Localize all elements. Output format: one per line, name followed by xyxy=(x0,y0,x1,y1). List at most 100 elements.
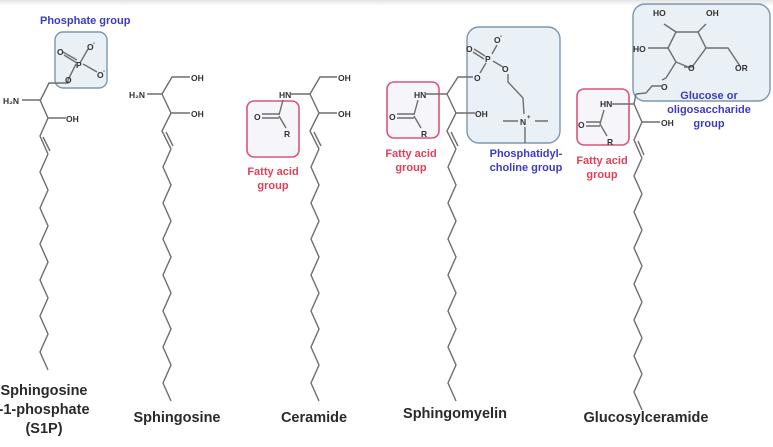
sphingosine-amine: H₂N xyxy=(129,90,145,100)
ceramide-hydroxyl-1: OH xyxy=(338,73,351,83)
s1p-atom-o-double: O xyxy=(57,47,64,57)
sm-atom-n-plus: + xyxy=(527,115,531,121)
gc-sugar-ho-3: HO xyxy=(633,44,646,54)
sm-o-p-bond xyxy=(479,62,487,74)
s1p-name-line-1: Sphingosine xyxy=(1,383,88,399)
ceramide-top-bonds xyxy=(291,76,337,95)
gc-alkene xyxy=(633,121,643,159)
s1p-backbone-top xyxy=(39,80,69,102)
gc-c-ch2 xyxy=(633,93,637,105)
sm-atom-o-minus: O xyxy=(494,35,501,45)
ceramide-carbonyl-double xyxy=(262,113,279,119)
sm-alkene xyxy=(446,112,457,150)
s1p-p-double-o xyxy=(62,51,78,64)
sphingosine-double-bond xyxy=(165,131,174,147)
top-edge-shadow xyxy=(0,0,773,6)
gc-ring-o: O xyxy=(688,63,695,73)
molecule-sphingomyelin: O P O O - O N + HN OH O R Fatty acid gro… xyxy=(385,26,563,422)
s1p-atom-p: P xyxy=(76,60,82,70)
molecule-s1p: Phosphate group O P O O - O - H₂N OH Sph… xyxy=(0,15,131,437)
sm-fatty-acid-label-1: Fatty acid xyxy=(385,148,436,160)
ceramide-alkene xyxy=(309,112,320,150)
ceramide-fatty-acid-label-1: Fatty acid xyxy=(247,166,298,178)
ceramide-hydroxyl-2: OH xyxy=(338,109,351,119)
sm-atom-p: P xyxy=(485,54,491,64)
s1p-name-line-3: (S1P) xyxy=(25,421,62,437)
gc-fatty-acid-group-box xyxy=(576,88,630,146)
s1p-o-p-bond xyxy=(67,63,77,81)
gc-sugar-link xyxy=(661,61,677,81)
sm-atom-n: N xyxy=(520,117,526,127)
s1p-alkene-start xyxy=(39,117,49,155)
sm-hydrocarbon-chain xyxy=(447,148,457,402)
gc-amide-c-bond xyxy=(599,109,605,125)
ceramide-hydrocarbon-chain xyxy=(310,148,320,402)
s1p-p-o2-bond xyxy=(82,63,98,73)
s1p-amine: H₂N xyxy=(3,96,19,106)
sphingosine-hydroxyl-2: OH xyxy=(191,109,204,119)
sphingosine-top-bonds xyxy=(147,76,190,95)
gc-carbonyl-o: O xyxy=(578,120,585,130)
molecule-ceramide: HN OH OH O R Fatty acid group Ceramide xyxy=(246,73,351,426)
sm-methyl-bonds xyxy=(503,120,548,143)
sm-atom-o-double: O xyxy=(466,44,473,54)
ceramide-fatty-acid-label-2: group xyxy=(257,180,288,192)
gc-link-ch2 xyxy=(635,85,662,95)
molecule-glucosylceramide: HO OH HO O OR O Glucose or oligosacchari… xyxy=(576,3,771,426)
s1p-charge-1: - xyxy=(93,41,95,47)
sm-phosphatidylcholine-label-1: Phosphatidyl- xyxy=(490,148,563,160)
molecule-sphingosine: H₂N OH OH Sphingosine xyxy=(129,73,221,426)
s1p-name-line-2: -1-phosphate xyxy=(0,402,90,418)
gc-link-o: O xyxy=(661,82,668,92)
sm-double-bond xyxy=(450,131,459,147)
s1p-double-bond xyxy=(42,136,51,152)
s1p-amine-bond xyxy=(22,99,66,119)
ceramide-amide: HN xyxy=(279,90,291,100)
sm-c-r-bond xyxy=(413,115,422,129)
s1p-atom-o-minus: O xyxy=(87,42,94,52)
s1p-charge-2: - xyxy=(103,69,105,75)
sm-carbonyl-double xyxy=(397,113,414,119)
gc-r: R xyxy=(607,137,613,147)
gc-sugar-ring-top xyxy=(663,23,707,68)
gc-fatty-acid-label-1: Fatty acid xyxy=(576,155,627,167)
gc-amide: HN xyxy=(600,99,612,109)
gc-hydrocarbon-chain xyxy=(633,157,643,411)
sm-atom-o-link: O xyxy=(474,73,481,83)
sphingosine-hydrocarbon-chain xyxy=(162,148,172,402)
sphingosine-mid-bonds xyxy=(161,93,190,114)
gc-sugar-or: OR xyxy=(735,63,748,73)
sm-charge: - xyxy=(500,34,502,40)
sm-hydroxyl: OH xyxy=(475,109,488,119)
gc-carbonyl-double xyxy=(586,121,600,127)
gc-glucose-label-3: group xyxy=(693,118,724,130)
sm-ch2-bond xyxy=(446,76,473,95)
gc-sugar-oh-2: OH xyxy=(706,8,719,18)
ceramide-carbonyl-o: O xyxy=(254,112,261,122)
gc-mid-bonds xyxy=(633,103,660,123)
s1p-atom-o: O xyxy=(65,75,72,85)
ceramide-c-r-bond xyxy=(278,115,287,129)
s1p-hydroxyl: OH xyxy=(66,114,79,124)
sm-carbonyl-o: O xyxy=(389,112,396,122)
ceramide-r: R xyxy=(284,129,290,139)
sm-amide-c-bond xyxy=(413,99,419,116)
sm-r: R xyxy=(421,129,427,139)
phosphate-group-label: Phosphate group xyxy=(40,15,131,27)
ceramide-mid-bonds xyxy=(309,93,337,114)
sm-p-double-o xyxy=(472,48,486,60)
sm-atom-o-ester: O xyxy=(502,64,509,74)
gc-glucose-label-2: oligosaccharide xyxy=(667,104,751,116)
sm-amide: HN xyxy=(414,90,426,100)
sphingosine-alkene xyxy=(161,112,172,150)
gc-sugar-ch2 xyxy=(706,47,741,67)
ceramide-n-c-bond xyxy=(278,99,284,116)
sm-p-o-bond xyxy=(492,60,504,68)
phosphatidylcholine-group-box xyxy=(466,26,561,144)
ceramide-double-bond xyxy=(313,131,322,147)
glucosylceramide-name: Glucosylceramide xyxy=(584,410,709,426)
fatty-acid-group-box xyxy=(246,100,300,158)
gc-sugar-ho-1: HO xyxy=(653,8,666,18)
sm-fatty-acid-group-box xyxy=(386,81,440,139)
sphingomyelin-name: Sphingomyelin xyxy=(403,406,507,422)
